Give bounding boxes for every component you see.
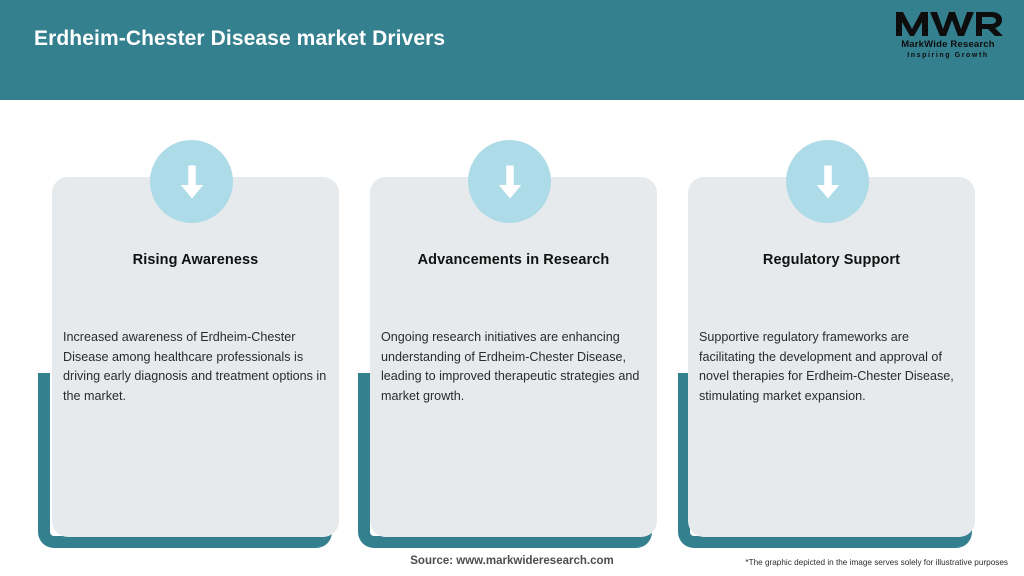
header-bar xyxy=(0,0,1024,100)
card-body-text: Increased awareness of Erdheim-Chester D… xyxy=(63,330,327,403)
card-body-text: Supportive regulatory frameworks are fac… xyxy=(699,330,954,403)
logo-company-name: MarkWide Research xyxy=(901,39,995,50)
card-panel xyxy=(52,177,339,537)
disclaimer-note: *The graphic depicted in the image serve… xyxy=(745,558,1008,567)
driver-card[interactable]: Advancements in Research Ongoing researc… xyxy=(356,140,674,550)
arrow-down-icon xyxy=(468,140,551,223)
page-title: Erdheim-Chester Disease market Drivers xyxy=(34,27,446,50)
driver-card[interactable]: Rising Awareness Increased awareness of … xyxy=(38,140,356,550)
card-title: Advancements in Research xyxy=(417,252,610,268)
mwr-monogram-icon xyxy=(896,12,1003,36)
brand-logo: MarkWide Research Inspiring Growth xyxy=(890,8,1006,70)
logo-tagline: Inspiring Growth xyxy=(907,52,989,59)
card-body-text: Ongoing research initiatives are enhanci… xyxy=(381,330,640,403)
card-panel xyxy=(688,177,975,537)
driver-card[interactable]: Regulatory Support Supportive regulatory… xyxy=(674,140,992,550)
card-title: Regulatory Support xyxy=(762,252,901,268)
card-panel xyxy=(370,177,657,537)
arrow-down-icon xyxy=(150,140,233,223)
source-label: Source: www.markwideresearch.com xyxy=(410,555,614,567)
card-title: Rising Awareness xyxy=(132,252,259,268)
arrow-down-icon xyxy=(786,140,869,223)
